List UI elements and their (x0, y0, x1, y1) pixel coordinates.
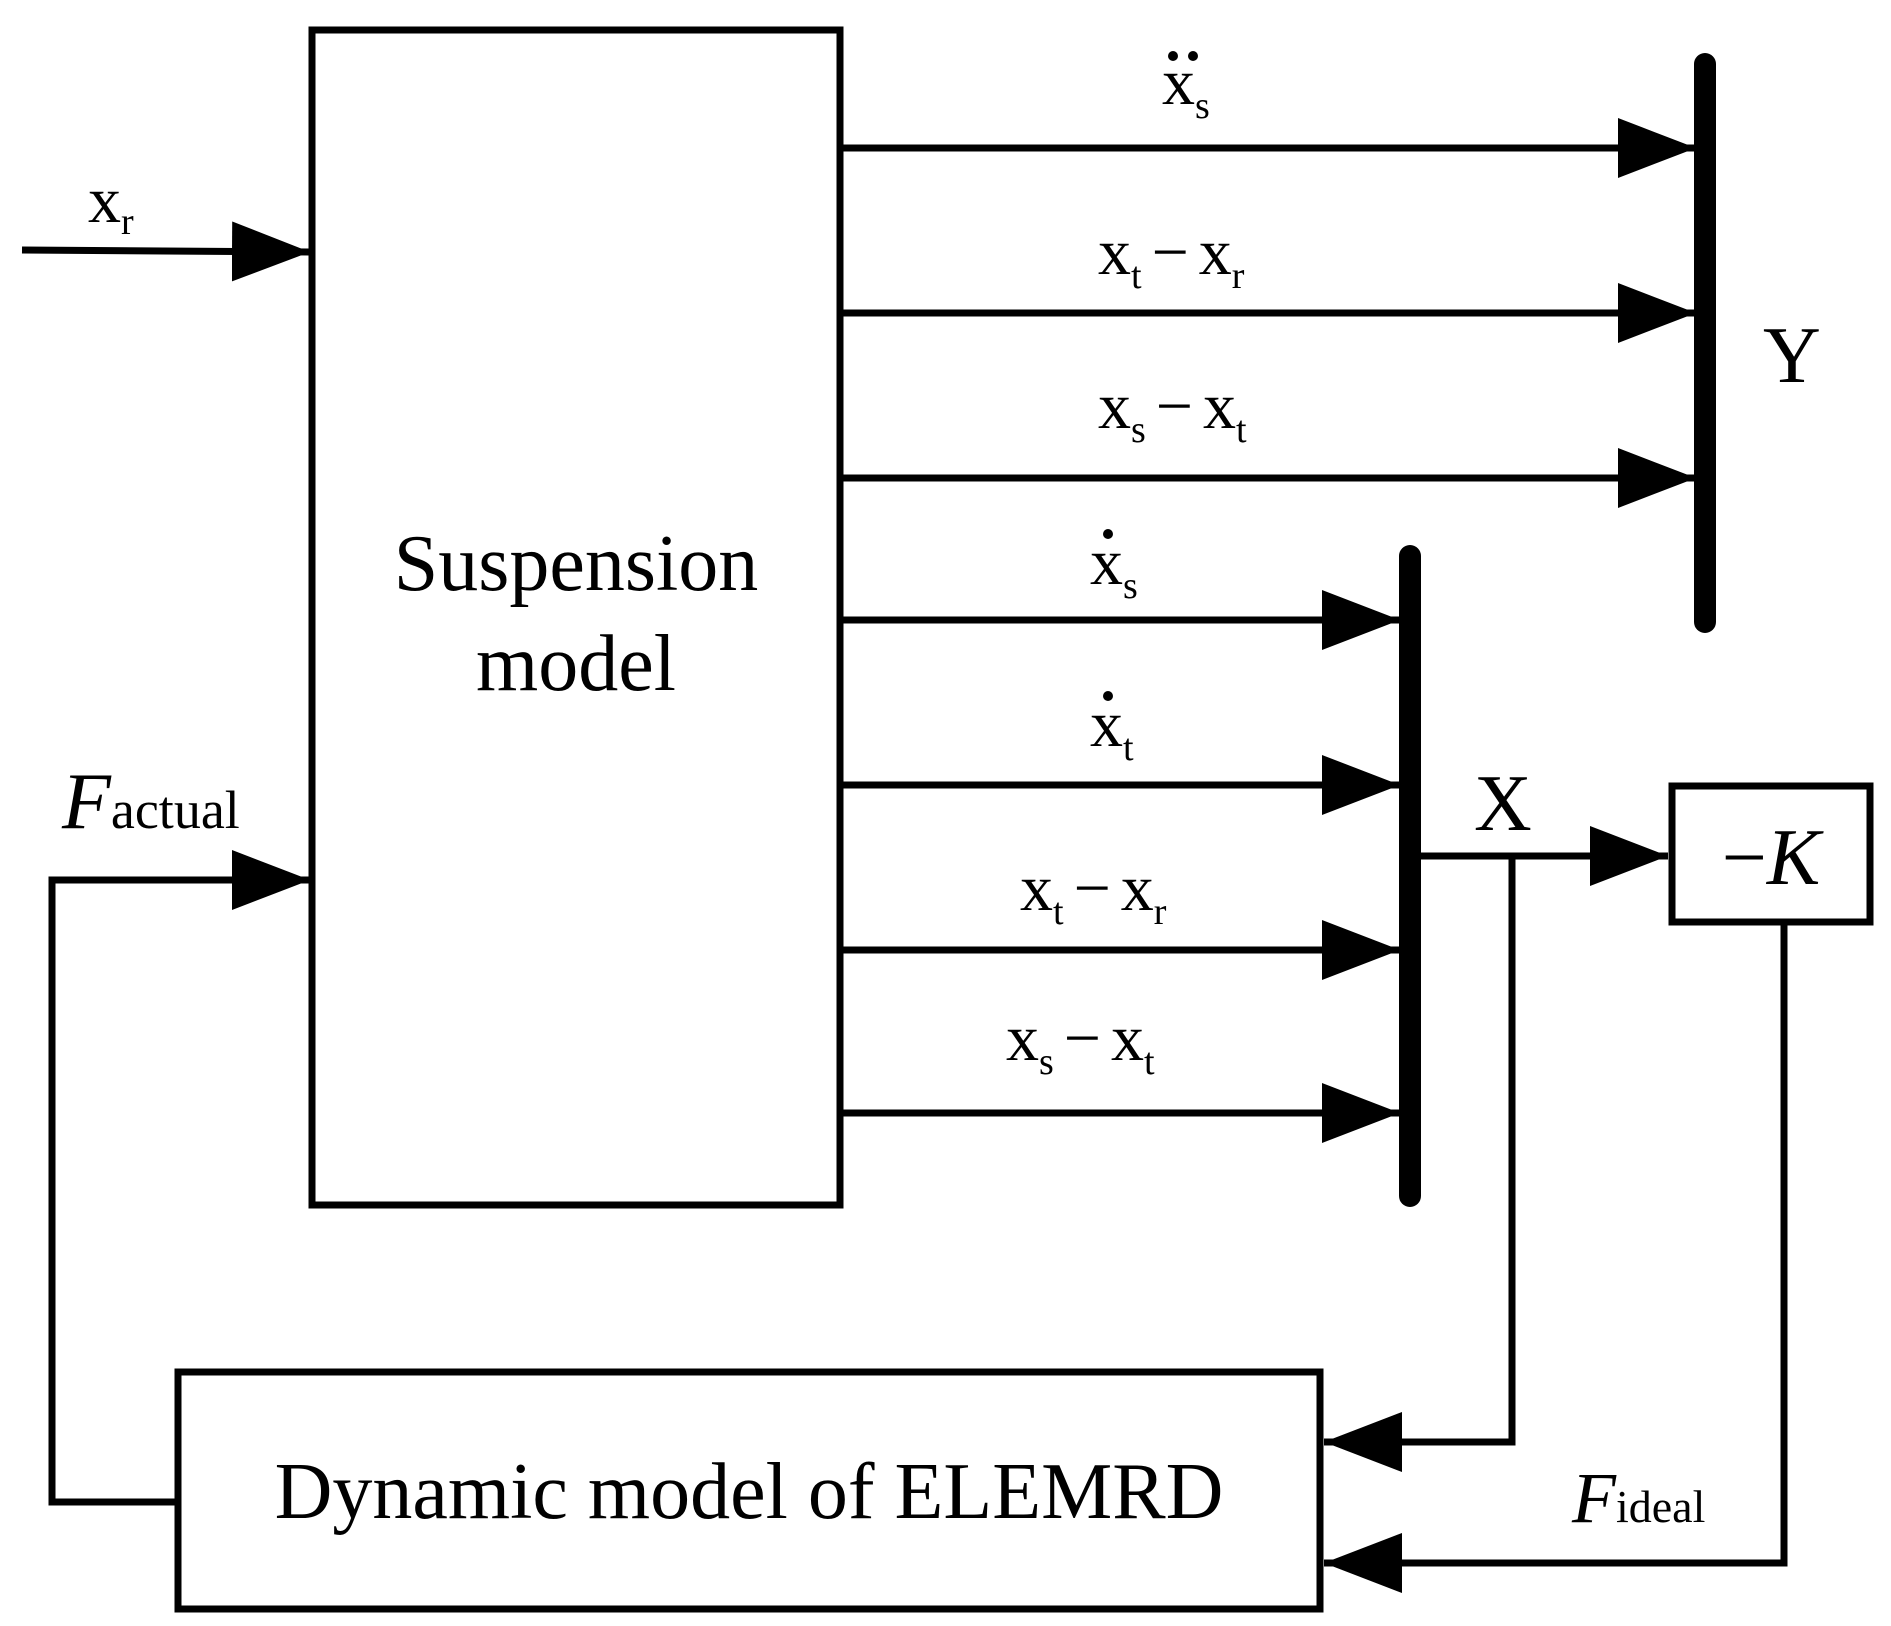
gain-label: −K (1722, 814, 1824, 902)
road-input-arrow (21, 221, 311, 282)
x-signal-1-label: xs (1090, 526, 1138, 607)
suspension-model-label-line2: model (476, 620, 676, 708)
f-ideal-wire (1324, 924, 1788, 1593)
y-bus-label: Y (1763, 312, 1821, 400)
suspension-model-block (308, 26, 844, 1209)
elemrd-block (174, 1368, 1324, 1613)
x-signal-4-label: xs−xt (1006, 1002, 1155, 1083)
f-actual-label: Factual (61, 758, 240, 846)
x-signal-2-label: xt (1090, 688, 1134, 769)
road-input-label: xr (88, 164, 134, 243)
single-dot (1103, 691, 1113, 701)
double-dot-left (1168, 51, 1178, 61)
f-ideal-label: Fideal (1571, 1458, 1705, 1538)
y-signal-3-label: xs−xt (1098, 370, 1247, 451)
x-to-elemrd-wire (1324, 856, 1516, 1472)
gain-block (1668, 782, 1874, 926)
x-signal-3-label: xt−xr (1020, 852, 1167, 933)
double-dot-right (1188, 51, 1198, 61)
x-bus-label: X (1474, 760, 1532, 848)
elemrd-label: Dynamic model of ELEMRD (275, 1448, 1224, 1536)
single-dot (1103, 529, 1113, 539)
y-signal-2-label: xt−xr (1098, 216, 1245, 297)
f-actual-feedback-wire (48, 850, 310, 1506)
suspension-model-label-line1: Suspension (394, 520, 759, 608)
